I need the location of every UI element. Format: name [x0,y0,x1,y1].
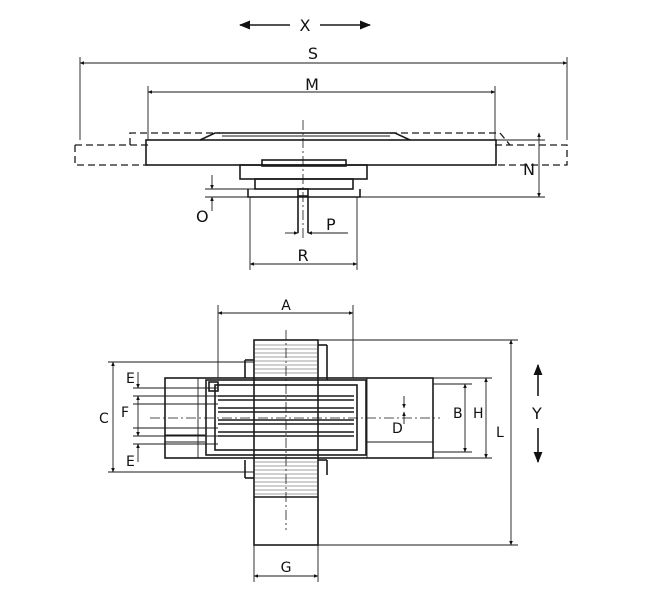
label-e-top: E [126,371,135,387]
label-c: C [99,411,109,427]
side-elevation-view: X S M N [74,16,568,270]
travel-right-dashed [495,144,568,166]
label-f: F [121,405,129,421]
saddle-upper [239,164,368,180]
saddle-lower [254,178,354,190]
table-upper-step [199,132,411,141]
travel-left-dashed [74,145,148,166]
label-d: D [392,421,403,437]
label-e-bottom: E [126,454,135,470]
label-y: Y [531,404,542,423]
label-g: G [281,560,292,576]
label-p: P [326,215,336,234]
label-n: N [523,160,535,179]
label-a: A [281,298,291,314]
label-b: B [453,406,463,422]
label-h: H [473,406,484,422]
label-m: M [305,75,319,94]
plan-view: A [99,298,543,582]
label-o: O [196,207,209,226]
label-s: S [308,44,318,63]
label-r: R [297,246,308,265]
base-flange [247,189,361,198]
table-top [145,139,497,166]
corner-marker [208,381,219,392]
label-x: X [300,16,311,35]
label-l: L [496,425,504,441]
